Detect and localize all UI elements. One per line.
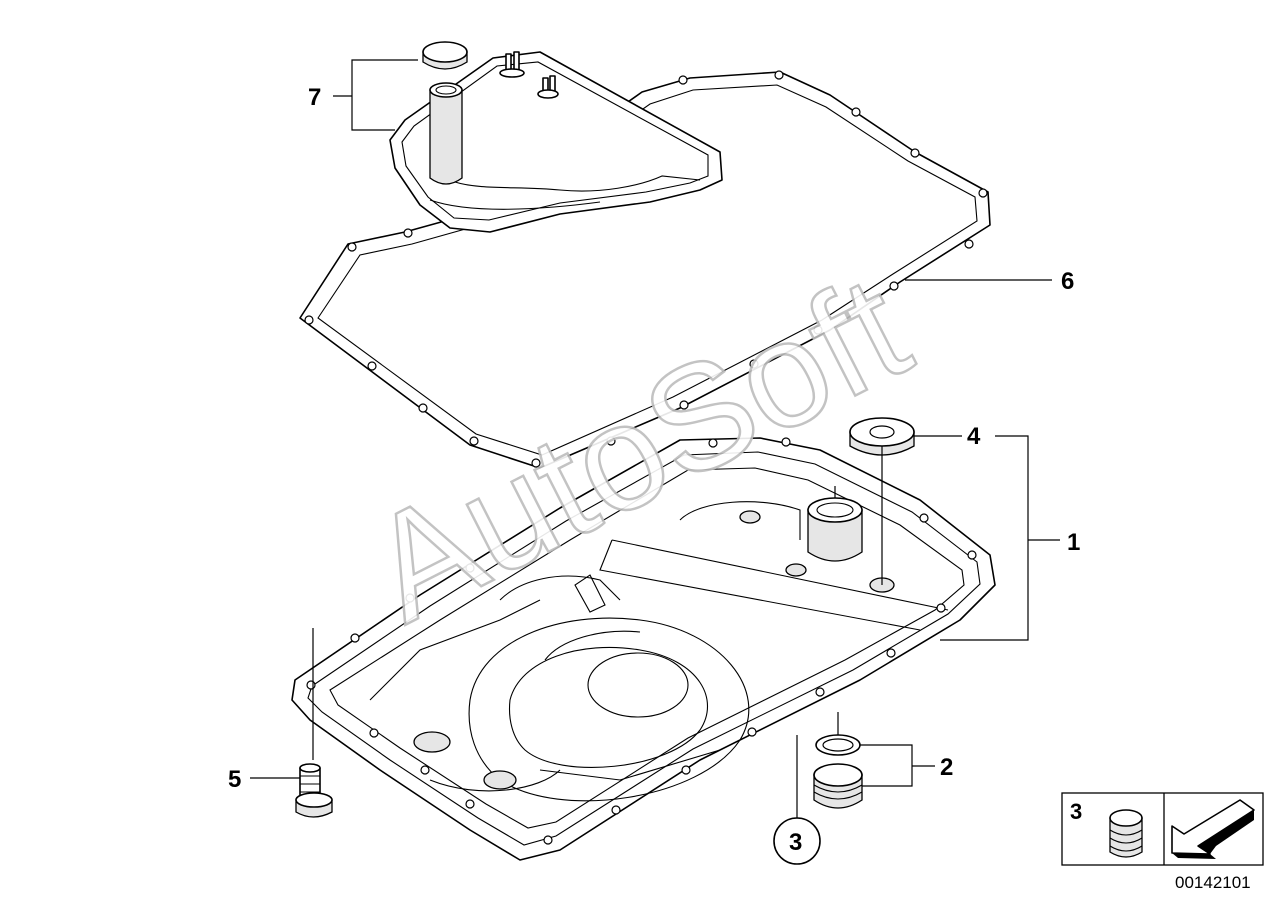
drain-seal-ring bbox=[815, 734, 861, 756]
pan-magnets bbox=[413, 510, 895, 790]
callout-labels: 7 6 4 1 2 5 3 bbox=[228, 84, 1080, 865]
callout-2: 2 bbox=[940, 754, 953, 781]
filter-pins bbox=[499, 51, 559, 99]
callout-4: 4 bbox=[967, 423, 981, 450]
oil-pan bbox=[291, 437, 996, 861]
legend-plug-icon bbox=[1109, 809, 1143, 858]
legend-label: 3 bbox=[1070, 799, 1082, 824]
callout-3-circle: 3 bbox=[773, 817, 821, 865]
drain-plug bbox=[813, 763, 863, 809]
filter-seal-cap bbox=[422, 41, 468, 70]
document-number: 00142101 bbox=[1175, 873, 1251, 892]
legend-arrow-icon bbox=[1171, 799, 1255, 859]
oil-filter bbox=[389, 51, 723, 233]
callout-6: 6 bbox=[1061, 268, 1074, 295]
callout-3: 3 bbox=[789, 829, 802, 856]
legend-box: 3 bbox=[1061, 792, 1264, 866]
filter-suction-neck bbox=[429, 82, 463, 185]
pan-ribs bbox=[369, 501, 801, 792]
callout-5: 5 bbox=[228, 766, 241, 793]
pan-sump-boss bbox=[807, 497, 863, 562]
pan-bolt bbox=[295, 763, 333, 818]
leader-lines bbox=[250, 59, 1060, 818]
pan-bolt-holes bbox=[306, 437, 977, 845]
callout-7: 7 bbox=[308, 84, 321, 111]
gasket-bolt-holes bbox=[304, 70, 988, 468]
callout-1: 1 bbox=[1067, 529, 1080, 556]
seal-ring bbox=[849, 417, 915, 456]
